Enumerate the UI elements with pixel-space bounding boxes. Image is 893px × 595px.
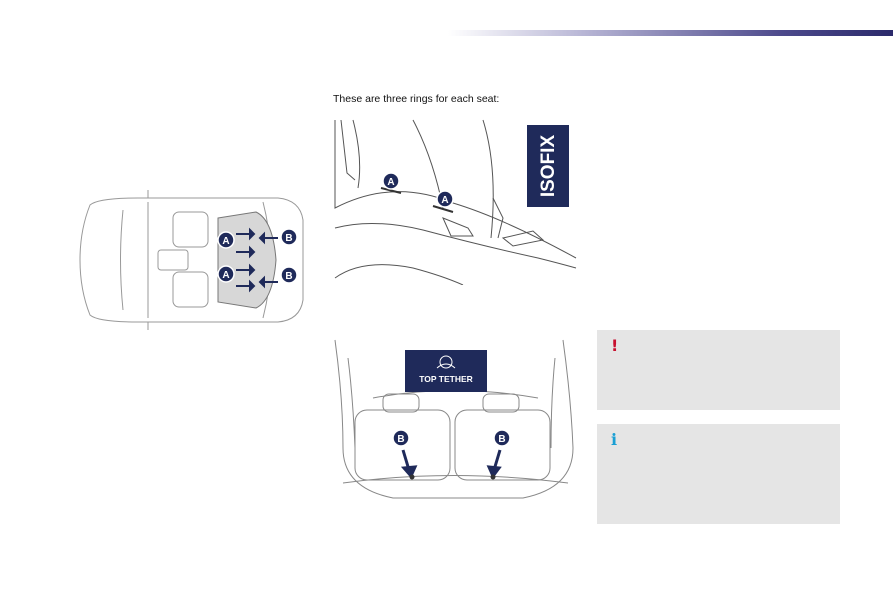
svg-text:B: B xyxy=(285,233,292,244)
car-top-view-illustration: A A B B xyxy=(78,190,308,330)
svg-text:A: A xyxy=(222,270,229,281)
car-marker-a-1: A xyxy=(217,231,235,249)
intro-text: These are three rings for each seat: xyxy=(333,93,500,105)
svg-text:A: A xyxy=(441,195,448,206)
isofix-label: ISOFIX xyxy=(538,135,559,198)
top-tether-label: TOP TETHER xyxy=(419,374,473,384)
marker-a-1: A xyxy=(382,172,400,190)
car-marker-b-2: B xyxy=(280,266,298,284)
header-accent-bar xyxy=(448,30,893,36)
info-icon: i xyxy=(611,430,618,449)
warning-note-box: ! xyxy=(597,330,840,410)
tether-marker-b-1: B xyxy=(392,429,410,447)
car-marker-a-2: A xyxy=(217,265,235,283)
info-note-box: i xyxy=(597,424,840,524)
top-tether-trunk-illustration: TOP TETHER B B xyxy=(333,338,577,500)
svg-text:B: B xyxy=(285,271,292,282)
tether-marker-b-2: B xyxy=(493,429,511,447)
car-marker-b-1: B xyxy=(280,228,298,246)
marker-a-2: A xyxy=(436,190,454,208)
svg-text:B: B xyxy=(397,434,404,445)
svg-text:B: B xyxy=(498,434,505,445)
isofix-seat-illustration: ISOFIX A A xyxy=(333,118,577,285)
svg-text:A: A xyxy=(387,177,394,188)
warning-icon: ! xyxy=(611,336,619,355)
svg-text:A: A xyxy=(222,236,229,247)
